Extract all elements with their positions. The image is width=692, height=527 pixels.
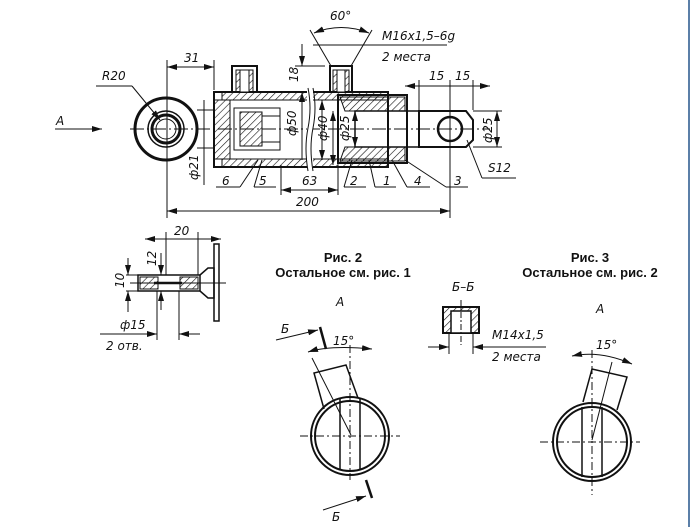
radius-label: R20 — [102, 69, 126, 83]
holes-label: 2 отв. — [106, 339, 143, 353]
dim-12: 12 — [145, 251, 159, 266]
fig2-section-top: Б — [281, 322, 289, 336]
dia-40: ф40 — [316, 115, 330, 141]
dia-15: ф15 — [120, 318, 146, 332]
eye-outer — [133, 96, 199, 162]
thread-count: 2 места — [382, 50, 431, 64]
fig3-view — [540, 350, 640, 495]
dia-25-rod: ф25 — [338, 115, 352, 141]
section-bb-count: 2 места — [492, 350, 541, 364]
part-4: 4 — [414, 174, 422, 188]
dia-25-clevis: ф25 — [481, 117, 495, 143]
cylinder-main-view — [55, 26, 516, 218]
fig2-title: Рис. 2 — [324, 250, 362, 265]
dim-31: 31 — [184, 51, 199, 65]
dim-10: 10 — [113, 272, 127, 288]
part-6: 6 — [222, 174, 230, 188]
fig2-view-label: A — [335, 295, 344, 309]
dia-21: ф21 — [187, 154, 201, 180]
fig2-angle: 15° — [333, 334, 354, 348]
fig3-subtitle: Остальное см. рис. 2 — [522, 265, 658, 280]
dia-50: ф50 — [285, 110, 299, 136]
dim-60-deg: 60° — [330, 9, 351, 23]
dim-15b: 15 — [455, 69, 470, 83]
dim-63: 63 — [302, 174, 317, 188]
dim-15a: 15 — [429, 69, 444, 83]
dim-200: 200 — [296, 195, 319, 209]
eye-detail-view — [100, 232, 226, 340]
section-bb-view — [428, 300, 546, 354]
sphere-label: S12 — [488, 161, 511, 175]
fig2-view — [275, 326, 400, 511]
section-bb-thread: M14x1,5 — [492, 328, 544, 342]
thread-label: M16x1,5–6g — [382, 29, 455, 43]
fig3-view-label: A — [595, 302, 604, 316]
part-2: 2 — [350, 174, 358, 188]
part-3: 3 — [454, 174, 462, 188]
fig3-angle: 15° — [596, 338, 617, 352]
part-1: 1 — [383, 174, 391, 188]
fig2-subtitle: Остальное см. рис. 1 — [275, 265, 411, 280]
dim-18: 18 — [287, 66, 301, 82]
page-border — [688, 0, 690, 527]
fig3-title: Рис. 3 — [571, 250, 609, 265]
gland — [337, 94, 408, 164]
clevis — [418, 110, 474, 148]
section-bb-title: Б–Б — [452, 280, 474, 294]
view-label-a: A — [55, 114, 64, 128]
part-5: 5 — [259, 174, 267, 188]
dim-20: 20 — [174, 224, 190, 238]
fig2-section-bottom: Б — [332, 510, 340, 524]
